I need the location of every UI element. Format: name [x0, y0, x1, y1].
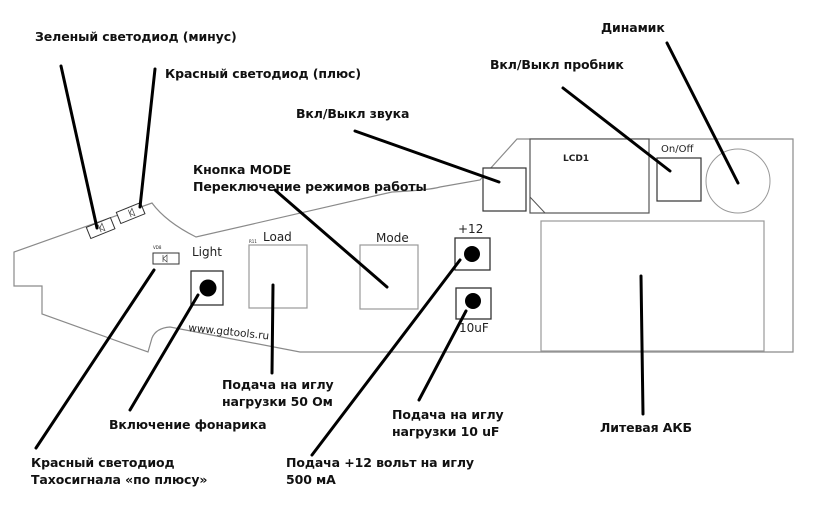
label-load: Load [263, 230, 292, 244]
leader-light [128, 293, 200, 412]
callout-tacho-line2: Тахосигнала «по плюсу» [31, 472, 208, 487]
leader-probe-toggle [561, 86, 672, 173]
plus12-pin [464, 246, 480, 262]
light-pad [199, 279, 217, 297]
callout-load50-line2: нагрузки 50 Ом [222, 394, 333, 409]
callout-plus12-line2: 500 мА [286, 472, 336, 487]
callout-speaker: Динамик [601, 20, 665, 35]
callout-tacho-line1: Красный светодиод [31, 455, 175, 470]
callout-probe-toggle: Вкл/Выкл пробник [490, 57, 624, 72]
tacho-led [152, 252, 180, 265]
leader-10uf [417, 309, 468, 402]
callout-mode-line1: Кнопка MODE [193, 162, 292, 177]
leader-battery [639, 274, 645, 416]
leader-green-led [59, 64, 99, 230]
leader-tacho [34, 268, 156, 450]
leader-load [270, 283, 275, 375]
callout-green-led: Зеленый светодиод (минус) [35, 29, 237, 44]
label-plus12: +12 [458, 222, 484, 236]
callout-10uf-line1: Подача на иглу [392, 407, 504, 422]
lcd-corner-mark [529, 196, 546, 214]
label-r11: R11 [249, 239, 257, 244]
leader-sound-toggle [353, 129, 501, 184]
label-vd8: VD8 [153, 245, 162, 250]
uf10-pin [465, 293, 481, 309]
leader-plus12 [310, 258, 462, 457]
leader-red-led [138, 67, 157, 209]
callout-red-led: Красный светодиод (плюс) [165, 66, 361, 81]
load-pad [248, 244, 308, 309]
label-light: Light [192, 245, 222, 259]
callout-sound-toggle: Вкл/Выкл звука [296, 106, 410, 121]
label-on-off: On/Off [661, 144, 694, 155]
callout-mode-line2: Переключение режимов работы [193, 179, 427, 194]
label-mode: Mode [376, 231, 409, 245]
callout-plus12-line1: Подача +12 вольт на иглу [286, 455, 474, 470]
board-outline [13, 138, 794, 353]
callout-load50-line1: Подача на иглу [222, 377, 334, 392]
label-10uf: 10uF [459, 321, 489, 335]
green-led [85, 216, 116, 240]
leader-mode [273, 188, 389, 289]
lcd-display [529, 138, 650, 214]
callout-flashlight: Включение фонарика [109, 417, 267, 432]
callout-battery: Литевая АКБ [600, 420, 692, 435]
red-led [115, 201, 146, 225]
leader-speaker [665, 41, 740, 185]
sound-toggle-button [482, 167, 527, 212]
label-lcd1: LCD1 [563, 154, 590, 164]
battery [540, 220, 765, 352]
callout-10uf-line2: нагрузки 10 uF [392, 424, 500, 439]
mode-button [359, 244, 419, 310]
